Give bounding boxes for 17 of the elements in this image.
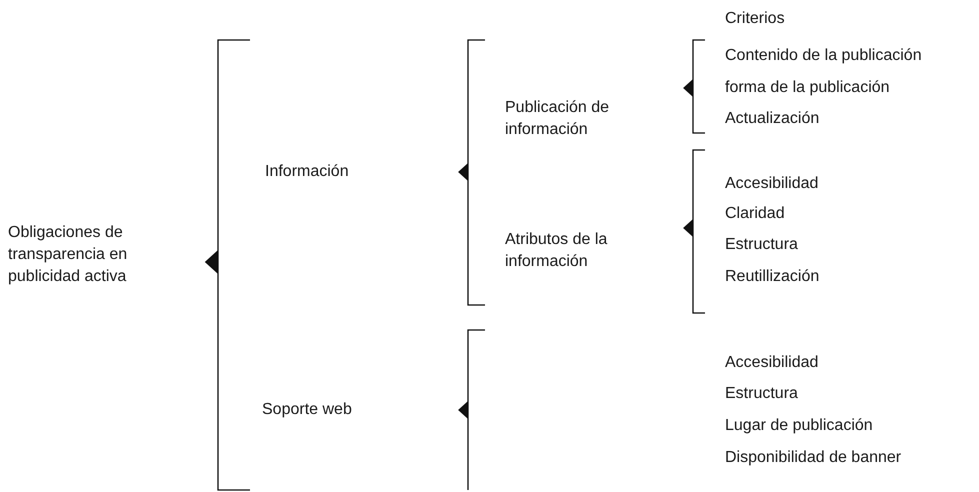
node-label: Contenido de la publicación: [725, 45, 977, 67]
node-label: Atributos de la información: [505, 229, 645, 273]
node-label: Reutillización: [725, 266, 925, 288]
node-label: Actualización: [725, 108, 945, 130]
node-label: Disponibilidad de banner: [725, 447, 975, 469]
node-label: Estructura: [725, 383, 925, 405]
node-label: Claridad: [725, 203, 925, 225]
node-label: Información: [265, 161, 405, 183]
node-label: forma de la publicación: [725, 77, 975, 99]
node-label: Estructura: [725, 234, 925, 256]
node-label: Accesibilidad: [725, 173, 925, 195]
node-label: Obligaciones de transparencia en publicidad activa: [8, 222, 198, 288]
node-label: Criterios: [725, 8, 945, 30]
node-label: Publicación de información: [505, 97, 645, 141]
node-label: Lugar de publicación: [725, 415, 945, 437]
node-label: Soporte web: [262, 399, 412, 421]
node-label: Accesibilidad: [725, 352, 925, 374]
